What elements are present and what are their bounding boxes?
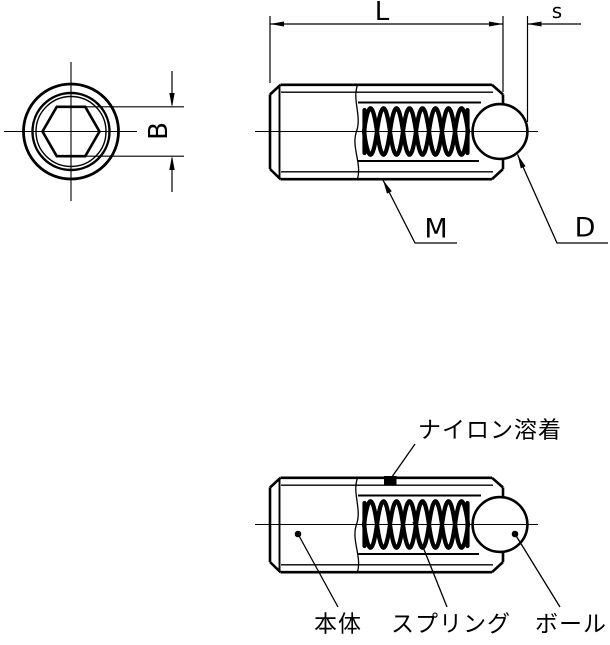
leader-d bbox=[516, 154, 608, 244]
section-view bbox=[255, 443, 561, 608]
side-view bbox=[255, 16, 608, 244]
dimension-s bbox=[526, 16, 581, 122]
body-dot bbox=[294, 530, 302, 538]
section-leaders bbox=[297, 443, 561, 608]
dim-label-l: L bbox=[374, 0, 390, 27]
leader-ball bbox=[514, 533, 561, 608]
ball-label-d: D bbox=[574, 212, 596, 244]
dimension-l bbox=[269, 16, 504, 92]
nylon-patch bbox=[384, 476, 397, 485]
leader-nylon bbox=[389, 443, 416, 480]
label-nylon-weld: ナイロン溶着 bbox=[418, 417, 562, 444]
leader-m bbox=[382, 179, 457, 244]
label-spring: スプリング bbox=[391, 611, 511, 638]
leader-spring bbox=[412, 521, 448, 608]
centerlines bbox=[4, 62, 137, 201]
ball-dot bbox=[511, 530, 519, 538]
dim-label-b: B bbox=[144, 122, 174, 140]
label-ball: ボール bbox=[535, 611, 607, 638]
dimension-s-arrow bbox=[527, 21, 542, 27]
thread-label-m: M bbox=[424, 213, 448, 245]
leader-m-arrow bbox=[383, 180, 392, 194]
dim-label-s: s bbox=[551, 0, 563, 23]
leader-d-arrow bbox=[517, 154, 526, 169]
dimension-l-arrows bbox=[270, 21, 503, 27]
front-view bbox=[4, 62, 184, 201]
label-body: 本体 bbox=[314, 611, 362, 638]
dimension-b-arrows bbox=[169, 93, 175, 170]
leader-body bbox=[297, 533, 339, 608]
